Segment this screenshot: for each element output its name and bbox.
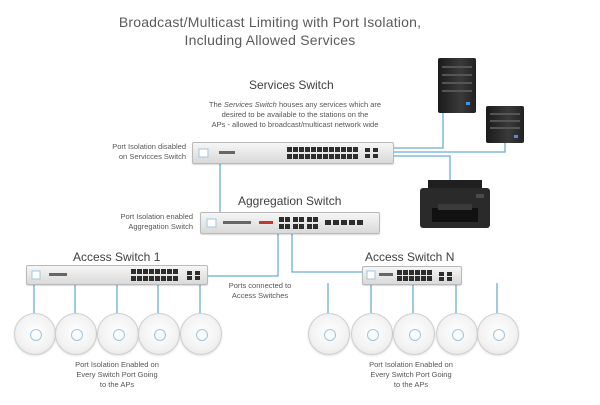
access-point-icon <box>138 313 180 355</box>
note-text: to the APs <box>99 380 135 389</box>
access-point-icon <box>351 313 393 355</box>
side-label-text: Port Isolation enabled <box>120 212 193 221</box>
access-switch-1-note: Port Isolation Enabled on Every Switch P… <box>52 360 182 390</box>
description-emphasis: Services Switch <box>223 100 277 109</box>
aggregation-switch-side-label: Port Isolation enabled Aggregation Switc… <box>120 212 193 232</box>
access-point-icon <box>14 313 56 355</box>
server-icon <box>438 58 476 113</box>
ports-label-text: Ports connected to <box>228 281 292 290</box>
description-text: houses any services which are <box>276 100 382 109</box>
access-point-icon <box>180 313 222 355</box>
server-icon <box>486 106 524 143</box>
switch-icon <box>198 147 378 159</box>
access-point-icon <box>393 313 435 355</box>
access-point-icon <box>477 313 519 355</box>
wire-agg-access1 <box>206 232 279 277</box>
note-text: Port Isolation Enabled on <box>369 360 453 369</box>
switch-icon <box>206 217 363 229</box>
wire-server2 <box>392 143 506 153</box>
access-switch-n-note: Port Isolation Enabled on Every Switch P… <box>346 360 476 390</box>
diagram-title-line1: Broadcast/Multicast Limiting with Port I… <box>118 14 422 30</box>
services-switch <box>192 142 394 164</box>
aggregation-switch-heading: Aggregation Switch <box>238 194 342 208</box>
access-switch-1 <box>26 265 208 285</box>
ports-label-text: Access Switches <box>231 291 289 300</box>
access-point-icon <box>55 313 97 355</box>
side-label-text: on Servicces Switch <box>118 152 186 161</box>
ports-connected-label: Ports connected to Access Switches <box>210 281 310 301</box>
services-switch-description: The Services Switch houses any services … <box>180 100 410 130</box>
description-text: APs - allowed to broadcast/multicast net… <box>211 120 379 129</box>
printer-icon <box>418 180 492 232</box>
access-switch-1-heading: Access Switch 1 <box>73 250 161 264</box>
side-label-text: Aggregation Switch <box>128 222 193 231</box>
note-text: Every Switch Port Going <box>370 370 452 379</box>
services-switch-side-label: Port Isolation disabled on Servicces Swi… <box>112 142 186 162</box>
side-label-text: Port Isolation disabled <box>112 142 186 151</box>
diagram-title-line2: Including Allowed Services <box>184 32 356 48</box>
access-point-icon <box>308 313 350 355</box>
aggregation-switch <box>200 212 380 234</box>
note-text: Port Isolation Enabled on <box>75 360 159 369</box>
wire-printer <box>392 155 451 185</box>
switch-icon <box>31 269 200 281</box>
access-point-icon <box>436 313 478 355</box>
access-switch-n <box>362 266 462 285</box>
switch-icon <box>366 270 452 281</box>
services-switch-heading: Services Switch <box>249 78 334 92</box>
note-text: to the APs <box>393 380 429 389</box>
wire-server1 <box>392 113 444 149</box>
description-text: desired to be available to the stations … <box>221 110 369 119</box>
note-text: Every Switch Port Going <box>76 370 158 379</box>
access-switch-n-heading: Access Switch N <box>365 250 455 264</box>
description-text: The <box>208 100 224 109</box>
access-point-icon <box>97 313 139 355</box>
